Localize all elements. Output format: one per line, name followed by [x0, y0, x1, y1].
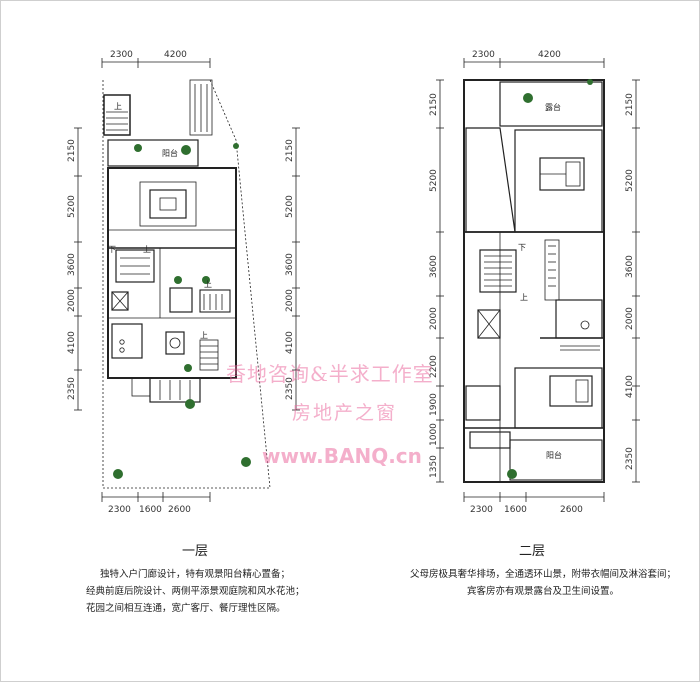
dim-top-1-r: 2300: [472, 50, 495, 60]
dim-right-4-r: 2000: [625, 307, 635, 330]
second-floor-title: 二层: [519, 544, 546, 559]
label-up-3: 上: [204, 280, 212, 289]
watermark-line-2: 房地产之窗: [292, 402, 398, 424]
dim-left-7-r: 1000: [429, 423, 439, 446]
dim-left-6-r: 1900: [429, 393, 439, 416]
dim-right-1: 2150: [285, 139, 295, 162]
label-down-r: 下: [518, 243, 526, 252]
dim-left-8-r: 1350: [429, 455, 439, 478]
dim-left-2-r: 5200: [429, 169, 439, 192]
dim-right-5-r: 4100: [625, 375, 635, 398]
dim-left-4-r: 2000: [429, 307, 439, 330]
watermark-line-1: 香地咨询&半求工作室: [226, 362, 434, 386]
dim-top-2-r: 4200: [538, 50, 561, 60]
dim-left-5-r: 2200: [429, 355, 439, 378]
first-floor-title: 一层: [182, 544, 209, 559]
first-floor-line-3: 花园之间相互连通，宽广客厅、餐厅理性区隔。: [86, 603, 286, 614]
dim-bottom-1-r: 2300: [470, 505, 493, 515]
dim-bottom-1: 2300: [108, 505, 131, 515]
label-balcony: 阳台: [162, 148, 178, 158]
dim-left-2: 5200: [67, 195, 77, 218]
label-up-r: 上: [520, 293, 528, 302]
dim-left-4: 2000: [67, 289, 77, 312]
dim-left-5: 4100: [67, 331, 77, 354]
second-floor-line-2: 宾客房亦有观景露台及卫生间设置。: [466, 586, 619, 597]
dim-right-2: 5200: [285, 195, 295, 218]
first-floor-line-2: 经典前庭后院设计、两侧平添景观庭院和风水花池；: [86, 586, 305, 597]
label-up-4: 上: [200, 331, 208, 340]
second-floor-line-1: 父母房极具奢华排场，全通透环山景，附带衣帽间及淋浴套间；: [409, 569, 676, 580]
dim-right-6-r: 2350: [625, 447, 635, 470]
second-floor-description: 父母房极具奢华排场，全通透环山景，附带衣帽间及淋浴套间； 宾客房亦有观景露台及卫…: [398, 566, 688, 600]
dim-left-1-r: 2150: [429, 93, 439, 116]
dim-right-4: 2000: [285, 289, 295, 312]
dim-top-2: 4200: [164, 50, 187, 60]
dim-bottom-3: 2600: [168, 505, 191, 515]
dim-right-1-r: 2150: [625, 93, 635, 116]
dim-right-2-r: 5200: [625, 169, 635, 192]
dim-right-5: 4100: [285, 331, 295, 354]
dim-right-3: 3600: [285, 253, 295, 276]
dim-left-6: 2350: [67, 377, 77, 400]
dim-left-3: 3600: [67, 253, 77, 276]
dim-bottom-2: 1600: [139, 505, 162, 515]
dim-bottom-3-r: 2600: [560, 505, 583, 515]
dim-bottom-2-r: 1600: [504, 505, 527, 515]
label-terrace: 露台: [545, 102, 561, 112]
dim-right-3-r: 3600: [625, 255, 635, 278]
label-balcony-r: 阳台: [546, 450, 562, 460]
dim-left-1: 2150: [67, 139, 77, 162]
label-up-1: 上: [114, 102, 122, 111]
label-down: 下: [108, 245, 116, 254]
first-floor-line-1: 独特入户门廊设计，特有观景阳台精心置备；: [100, 569, 291, 580]
first-floor-description: 独特入户门廊设计，特有观景阳台精心置备； 经典前庭后院设计、两侧平添景观庭院和风…: [86, 566, 306, 617]
watermark-line-3: www.BANQ.cn: [262, 444, 422, 468]
dim-left-3-r: 3600: [429, 255, 439, 278]
label-up-2: 上: [143, 245, 151, 254]
dim-top-1: 2300: [110, 50, 133, 60]
dim-right-6: 2350: [285, 377, 295, 400]
